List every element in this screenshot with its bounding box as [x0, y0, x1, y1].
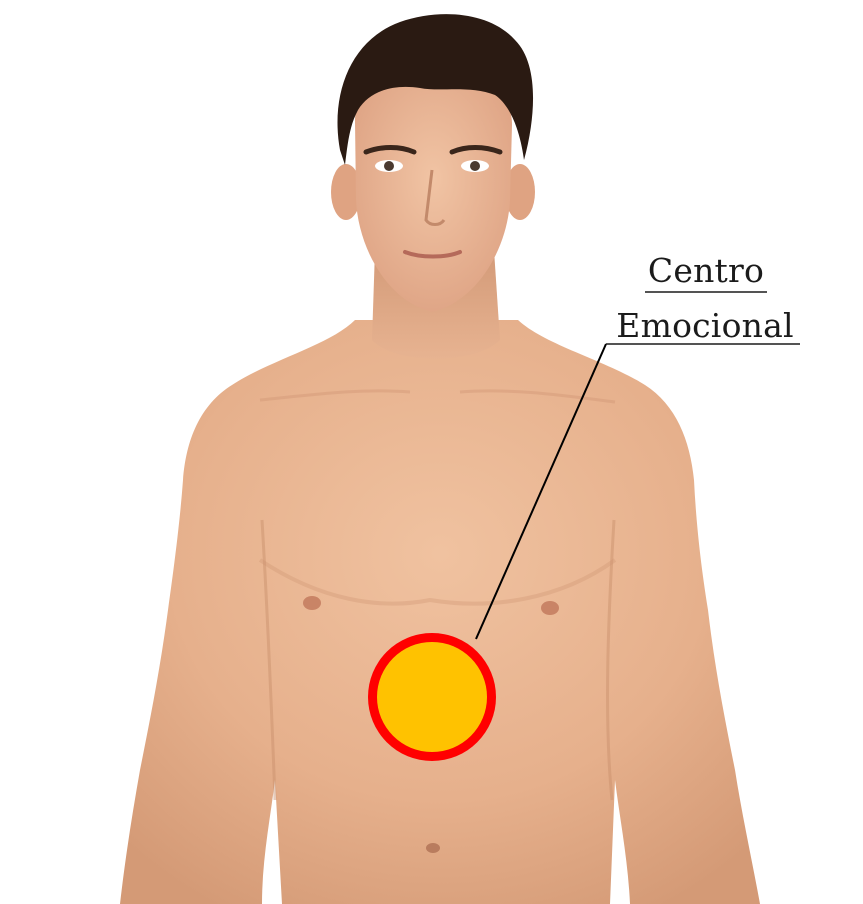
navel — [426, 843, 440, 853]
nipple-left — [303, 596, 321, 610]
annotation-label-line1: Centro — [644, 254, 768, 287]
annotation-label-line2: Emocional — [606, 309, 804, 342]
nipple-right — [541, 601, 559, 615]
emotional-center-marker-fill — [377, 642, 487, 752]
torso — [120, 320, 760, 904]
